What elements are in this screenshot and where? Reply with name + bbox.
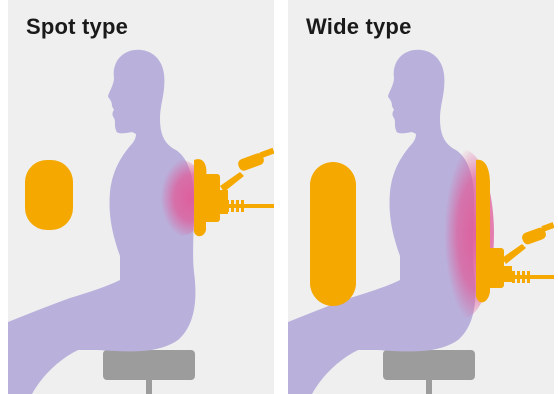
seat bbox=[103, 350, 195, 394]
spot-pad bbox=[25, 160, 73, 230]
panel-title: Wide type bbox=[306, 14, 412, 40]
wide-type-illustration bbox=[288, 0, 554, 394]
wide-pad bbox=[310, 162, 356, 306]
spot-type-panel: Spot type bbox=[8, 0, 274, 394]
seat bbox=[383, 350, 475, 394]
spot-type-illustration bbox=[8, 0, 274, 394]
wide-type-panel: Wide type bbox=[288, 0, 554, 394]
panel-title: Spot type bbox=[26, 14, 128, 40]
spot-device bbox=[194, 148, 274, 236]
wide-device bbox=[476, 160, 554, 303]
